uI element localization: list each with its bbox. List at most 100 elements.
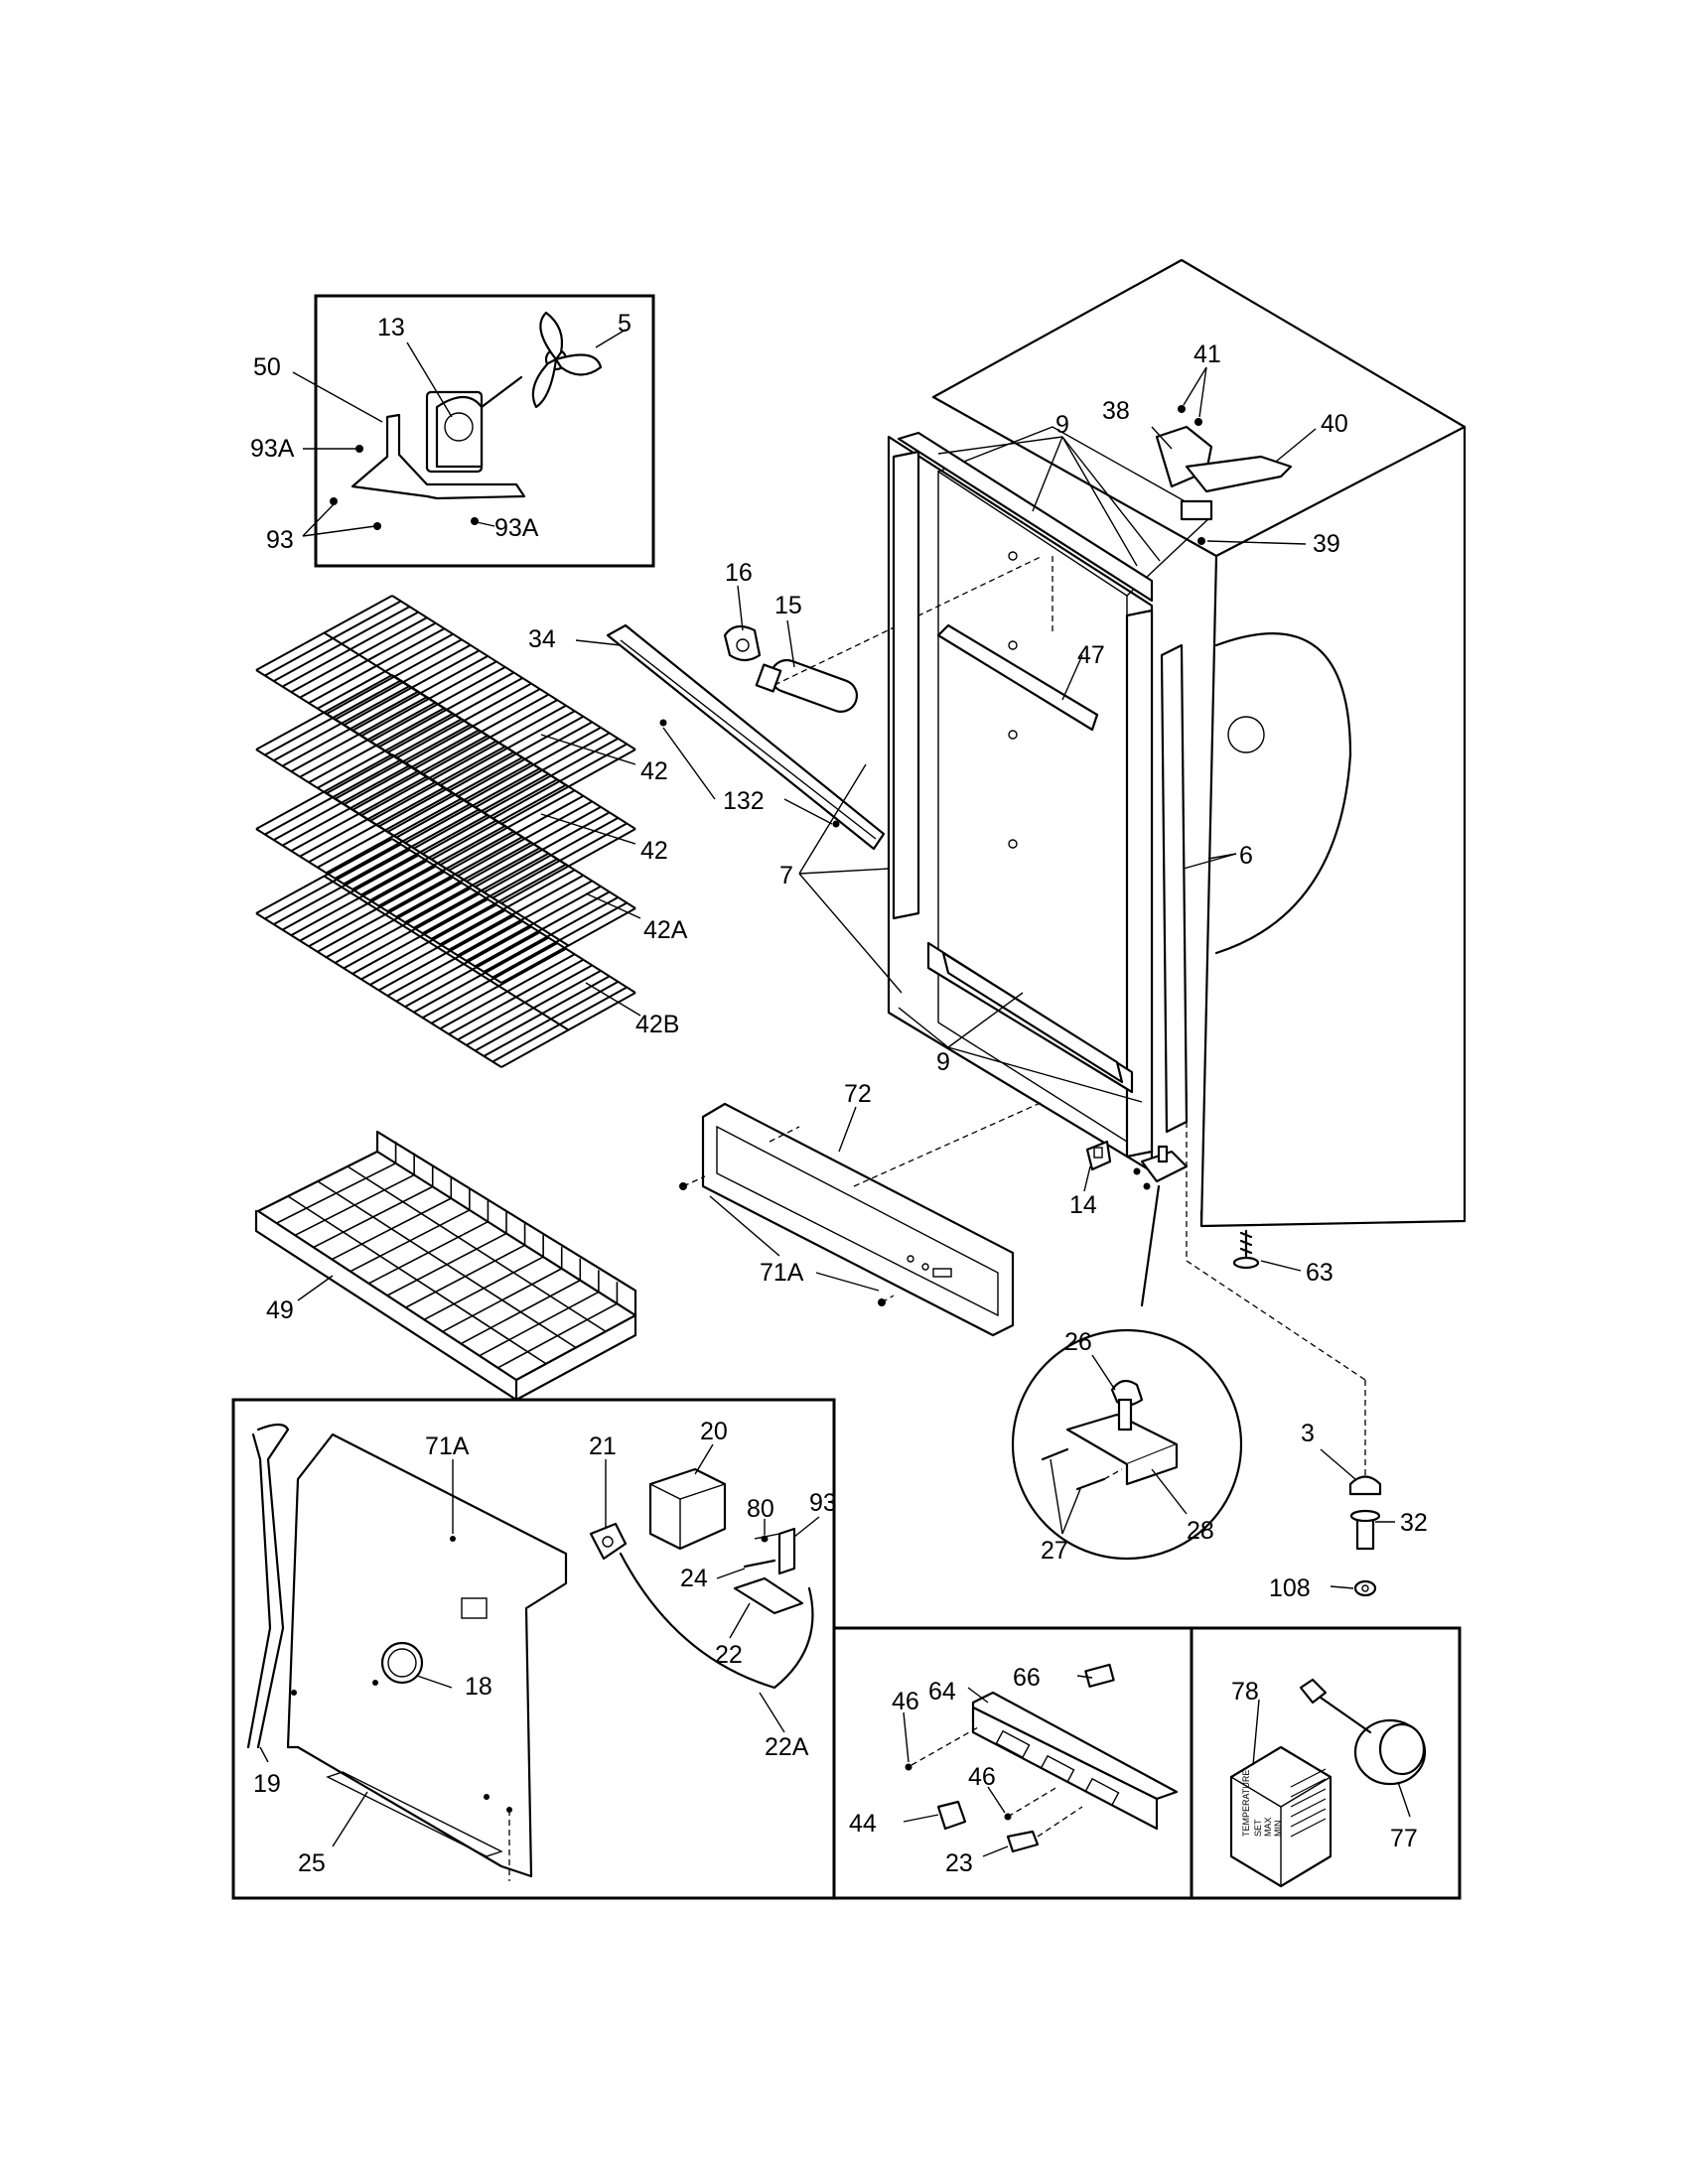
label-20: 20 [700, 1418, 728, 1445]
wire-shelves [255, 595, 636, 1068]
screw-41-b-icon [1194, 418, 1202, 426]
label-24: 24 [680, 1565, 708, 1592]
label-71a-panel: 71A [425, 1433, 470, 1460]
label-5: 5 [618, 310, 632, 338]
screw-14-a-icon [1133, 1167, 1141, 1175]
label-44: 44 [849, 1810, 877, 1838]
dial-text-set: SET [1253, 1819, 1263, 1837]
label-42b: 42B [635, 1011, 679, 1038]
fan-motor-inset-box [314, 294, 655, 568]
basket-wire [347, 1165, 607, 1332]
label-93-bracket: 93 [809, 1489, 837, 1517]
label-42-upper: 42 [640, 757, 668, 785]
shelf-crossbar [323, 790, 570, 947]
panel-screw-icon [450, 1536, 456, 1542]
basket-wire [317, 1180, 577, 1349]
label-66: 66 [1013, 1664, 1041, 1692]
leveler-63 [1232, 1229, 1260, 1270]
bracket-93 [754, 1527, 796, 1575]
label-21: 21 [589, 1433, 617, 1460]
screw-93-lower-icon [373, 522, 381, 530]
label-19: 19 [253, 1770, 281, 1798]
label-34: 34 [528, 625, 556, 653]
label-80: 80 [747, 1495, 774, 1523]
label-22: 22 [715, 1641, 743, 1669]
label-26: 26 [1064, 1328, 1092, 1356]
roller-32 [1349, 1509, 1381, 1551]
dial-grille-line [1290, 1798, 1327, 1818]
label-7: 7 [779, 862, 793, 889]
basket-wire [287, 1195, 547, 1365]
fan-blade [531, 311, 603, 409]
thermostat-21 [589, 1522, 628, 1561]
panel-screw-left-b-icon [372, 1680, 378, 1686]
cap-3 [1348, 1475, 1382, 1496]
label-32: 32 [1400, 1509, 1428, 1537]
label-13: 13 [377, 314, 405, 341]
label-46-b: 46 [968, 1763, 996, 1791]
label-77: 77 [1390, 1825, 1418, 1852]
upper-hinge [1155, 425, 1293, 521]
label-41: 41 [1193, 341, 1221, 368]
label-6: 6 [1239, 842, 1253, 870]
dial-inset-box [1190, 1626, 1462, 1900]
label-22a: 22A [765, 1733, 809, 1761]
label-27: 27 [1041, 1537, 1068, 1565]
dial-text-min: MIN [1273, 1821, 1283, 1838]
dial-grille-line [1290, 1818, 1327, 1838]
label-15: 15 [774, 592, 802, 619]
dial-grille-line [1290, 1788, 1327, 1808]
screw-93a-upper-icon [355, 445, 363, 453]
liner-19 [246, 1423, 290, 1749]
light-socket [723, 624, 762, 662]
label-9-top: 9 [1055, 411, 1069, 439]
capillary-22a [619, 1552, 814, 1690]
back-panel [286, 1433, 568, 1878]
label-93: 93 [266, 526, 294, 554]
dial-grille-line [1290, 1768, 1327, 1788]
screw-39-icon [1197, 537, 1205, 545]
door-gaskets [892, 431, 1189, 1159]
fan-motor [425, 375, 523, 474]
cover-20 [648, 1467, 727, 1551]
label-39: 39 [1313, 530, 1340, 558]
label-40: 40 [1321, 410, 1348, 438]
wire-basket [254, 1130, 637, 1402]
label-78: 78 [1231, 1678, 1259, 1706]
control-housing [971, 1691, 1179, 1831]
switch-14 [1085, 1140, 1112, 1171]
label-42a: 42A [643, 916, 688, 944]
label-132: 132 [723, 787, 765, 815]
dial-text-max: MAX [1263, 1817, 1273, 1837]
label-18: 18 [465, 1673, 492, 1701]
label-93a-lower: 93A [494, 514, 539, 542]
dial-label-78: TEMPERATURE SET MAX MIN [1229, 1745, 1333, 1888]
panel-screw-bottom-a-icon [484, 1794, 490, 1800]
lens-23 [1006, 1830, 1040, 1853]
panel-screw-left-a-icon [291, 1690, 297, 1696]
switch-44 [936, 1800, 967, 1831]
label-46-a: 46 [892, 1688, 919, 1715]
shelf-crossbar [323, 875, 570, 1031]
label-72: 72 [844, 1080, 872, 1108]
label-38: 38 [1102, 397, 1130, 425]
dial-grille-line [1290, 1778, 1327, 1798]
screw-41-a-icon [1178, 405, 1186, 413]
label-9-bottom: 9 [936, 1048, 950, 1076]
toe-grille [701, 1102, 1015, 1337]
light-bulb [755, 658, 859, 713]
nut-108 [1353, 1579, 1377, 1597]
dial-grille-line [1290, 1808, 1327, 1828]
label-42-middle: 42 [640, 837, 668, 865]
label-64: 64 [928, 1678, 956, 1706]
label-14: 14 [1069, 1191, 1097, 1219]
screw-46-a-icon [905, 1763, 912, 1771]
screw-93a-lower-icon [471, 517, 479, 525]
dial-text-temperature: TEMPERATURE [1241, 1770, 1251, 1837]
screw-14-b-icon [1143, 1182, 1151, 1190]
screw-80-icon [761, 1535, 769, 1543]
clip-24 [743, 1559, 776, 1569]
label-63: 63 [1306, 1259, 1333, 1287]
label-108: 108 [1269, 1574, 1311, 1602]
